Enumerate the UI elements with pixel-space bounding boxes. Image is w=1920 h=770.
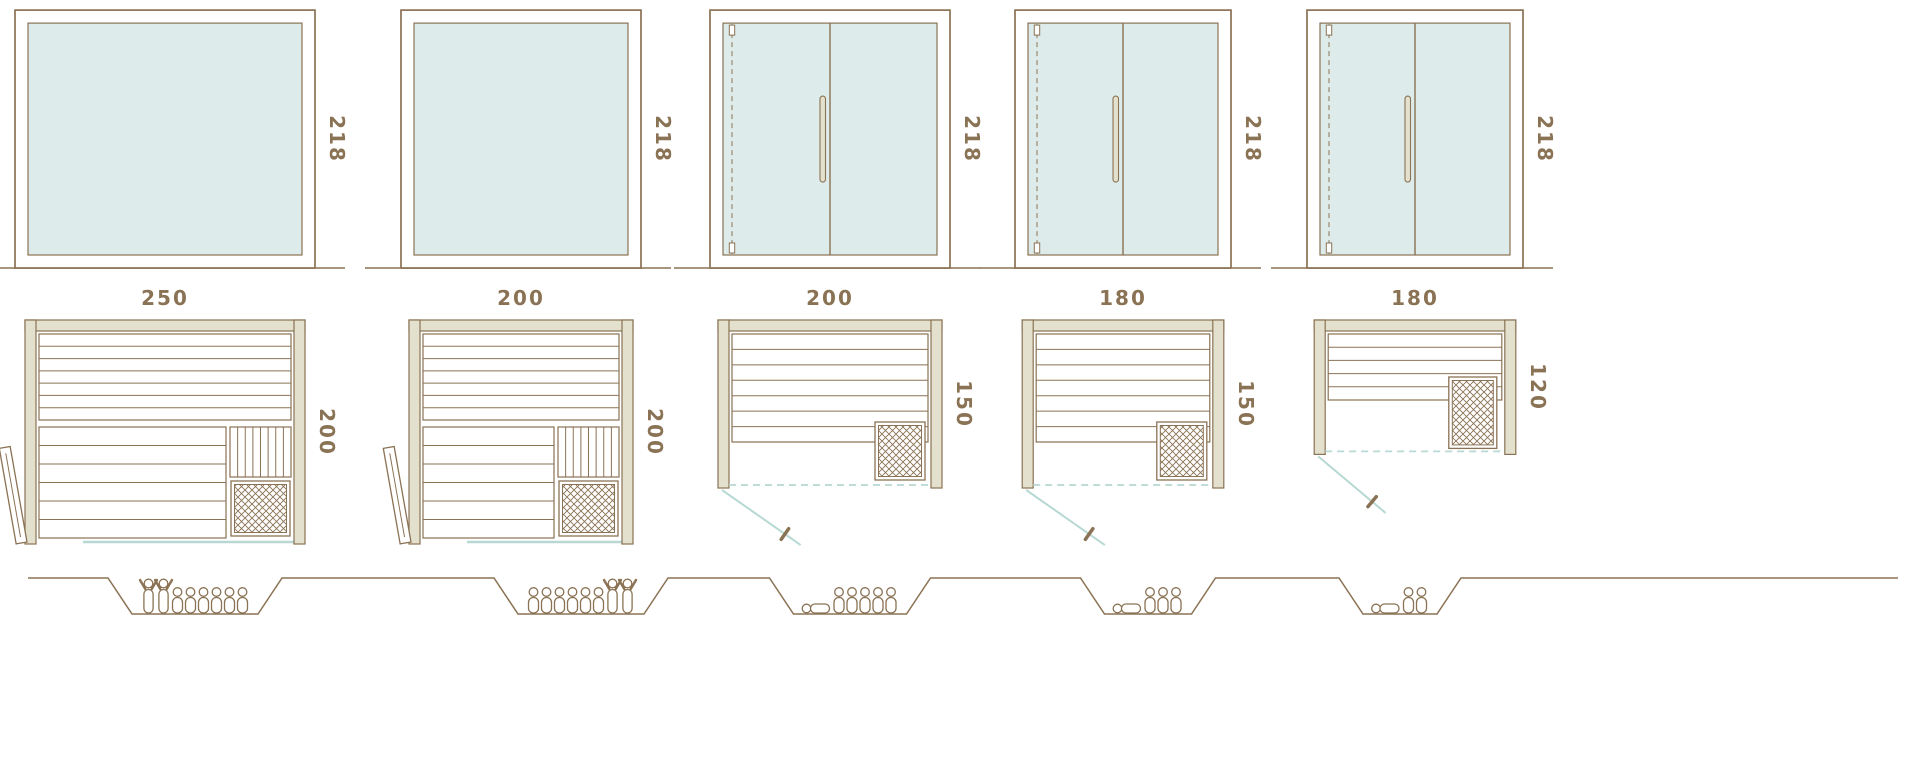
front-elevation: [1271, 9, 1553, 269]
people-group: [1112, 587, 1182, 614]
person-seated-icon: [223, 587, 236, 614]
open-glass-door-icon: [721, 489, 802, 546]
open-glass-door-icon: [1317, 455, 1387, 514]
front-width-label: 200: [497, 286, 545, 310]
person-seated-icon: [592, 587, 605, 614]
front-width-label: 250: [141, 286, 189, 310]
front-height-label: 218: [651, 115, 675, 163]
plan-depth-label: 150: [1233, 380, 1258, 428]
door-handle-icon: [1083, 526, 1095, 542]
front-height-label: 218: [325, 115, 349, 163]
plan-depth-label: 200: [643, 408, 667, 456]
front-width-label: 200: [806, 286, 854, 310]
capacity-strip: [28, 577, 1898, 615]
door-handle-icon: [1404, 95, 1412, 183]
person-standing-icon: [617, 578, 638, 614]
front-width-label: 180: [1099, 286, 1147, 310]
front-elevation: [0, 9, 345, 269]
person-seated-icon: [210, 587, 223, 614]
door-handle-icon: [819, 95, 827, 183]
floor-plan: [717, 319, 943, 546]
floor-plan: [1021, 319, 1225, 546]
people-group: [1371, 587, 1428, 614]
person-standing-icon: [138, 578, 159, 614]
plan-depth-label: 200: [315, 408, 339, 456]
heater-icon: [874, 421, 926, 481]
person-lying-icon: [801, 603, 831, 614]
open-glass-door-icon: [1025, 489, 1106, 546]
person-seated-icon: [579, 587, 592, 614]
floor-plan: [1313, 319, 1517, 514]
person-seated-icon: [527, 587, 540, 614]
person-seated-icon: [553, 587, 566, 614]
person-seated-icon: [1144, 587, 1156, 614]
person-lying-icon: [1371, 603, 1400, 614]
person-seated-icon: [540, 587, 553, 614]
heater-icon: [558, 480, 619, 537]
door-handle-icon: [1366, 494, 1379, 509]
plan-depth-label: 150: [952, 380, 976, 428]
people-group: [527, 578, 638, 614]
door-handle-icon: [779, 526, 791, 542]
person-seated-icon: [1170, 587, 1182, 614]
people-group: [801, 587, 897, 614]
person-seated-icon: [833, 587, 845, 614]
front-height-label: 218: [960, 115, 984, 163]
front-height-label: 218: [1241, 115, 1265, 163]
plan-depth-label: 120: [1525, 363, 1550, 412]
person-seated-icon: [236, 587, 249, 614]
person-standing-icon: [602, 578, 623, 614]
person-seated-icon: [197, 587, 210, 614]
door-leaf-icon: [0, 445, 28, 545]
heater-icon: [1156, 421, 1208, 481]
heater-icon: [1448, 376, 1498, 450]
front-elevation: [365, 9, 671, 269]
floor-plan: [0, 319, 306, 545]
person-seated-icon: [846, 587, 858, 614]
person-seated-icon: [859, 587, 871, 614]
front-height-label: 218: [1533, 115, 1557, 163]
person-seated-icon: [171, 587, 184, 614]
person-seated-icon: [566, 587, 579, 614]
floor-plan: [382, 319, 634, 545]
bench-section-line: [28, 577, 1898, 615]
person-seated-icon: [1415, 587, 1428, 614]
person-standing-icon: [153, 578, 174, 614]
front-width-label: 180: [1391, 286, 1439, 310]
person-seated-icon: [885, 587, 897, 614]
front-elevation: [979, 9, 1261, 269]
door-leaf-icon: [382, 445, 412, 545]
person-seated-icon: [872, 587, 884, 614]
front-elevation: [674, 9, 980, 269]
person-seated-icon: [1402, 587, 1415, 614]
person-seated-icon: [184, 587, 197, 614]
people-group: [138, 578, 249, 614]
person-seated-icon: [1157, 587, 1169, 614]
door-handle-icon: [1112, 95, 1120, 183]
person-lying-icon: [1112, 603, 1142, 614]
heater-icon: [230, 480, 291, 537]
